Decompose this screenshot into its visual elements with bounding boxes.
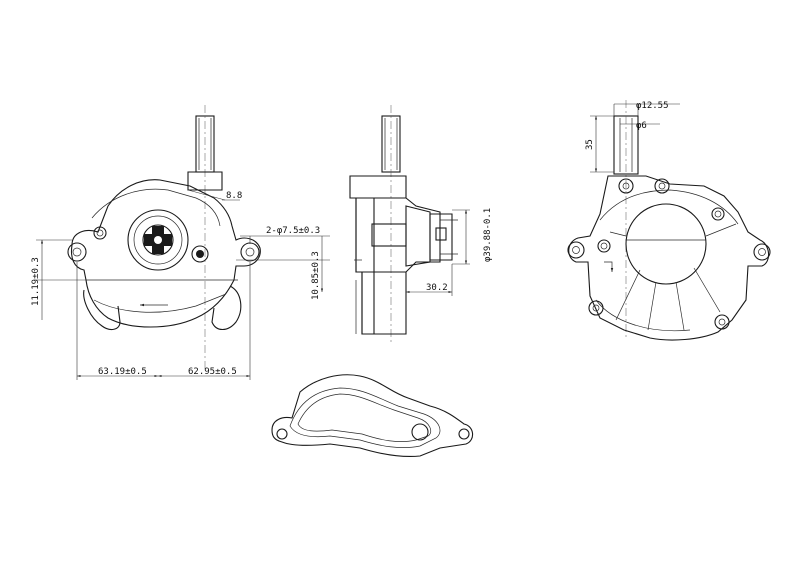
height-left-dim-label: 11.19±0.3 — [31, 257, 41, 306]
rear-shaft — [613, 100, 639, 340]
rear-body — [568, 175, 770, 341]
width-right-dim-label: 62.95±0.5 — [188, 367, 237, 377]
front-body — [70, 179, 261, 331]
rear-shaft-length-label: 35 — [585, 139, 595, 150]
height-right-dim-label: 10.85±0.3 — [311, 251, 321, 300]
rear-outer-diameter-label: φ12.55 — [636, 101, 669, 111]
front-rotor — [127, 209, 209, 271]
thread-dim-label: 8.8 — [226, 191, 242, 201]
front-view: 8.8 2-φ7.5±0.3 11.19±0.3 10.85±0.3 63.19… — [31, 105, 330, 380]
gasket — [271, 374, 474, 458]
width-left-dim-label: 63.19±0.5 — [98, 367, 147, 377]
section-shaft — [381, 105, 401, 345]
rear-view: φ12.55 φ6 35 — [567, 100, 771, 341]
front-shaft — [187, 105, 223, 370]
section-body — [349, 175, 458, 335]
rear-inner-diameter-label: φ6 — [636, 121, 647, 131]
section-view: φ39.88-0.1 30.2 — [349, 105, 493, 345]
front-dimensions: 8.8 2-φ7.5±0.3 11.19±0.3 10.85±0.3 63.19… — [31, 189, 330, 380]
rear-dimensions: φ12.55 φ6 35 — [585, 101, 680, 173]
holes-dim-label: 2-φ7.5±0.3 — [266, 226, 320, 236]
section-dimensions: φ39.88-0.1 30.2 — [406, 208, 493, 296]
rear-bolt-holes — [567, 178, 771, 330]
section-depth-dim-label: 30.2 — [426, 283, 448, 293]
section-diameter-dim-label: φ39.88-0.1 — [483, 208, 493, 262]
